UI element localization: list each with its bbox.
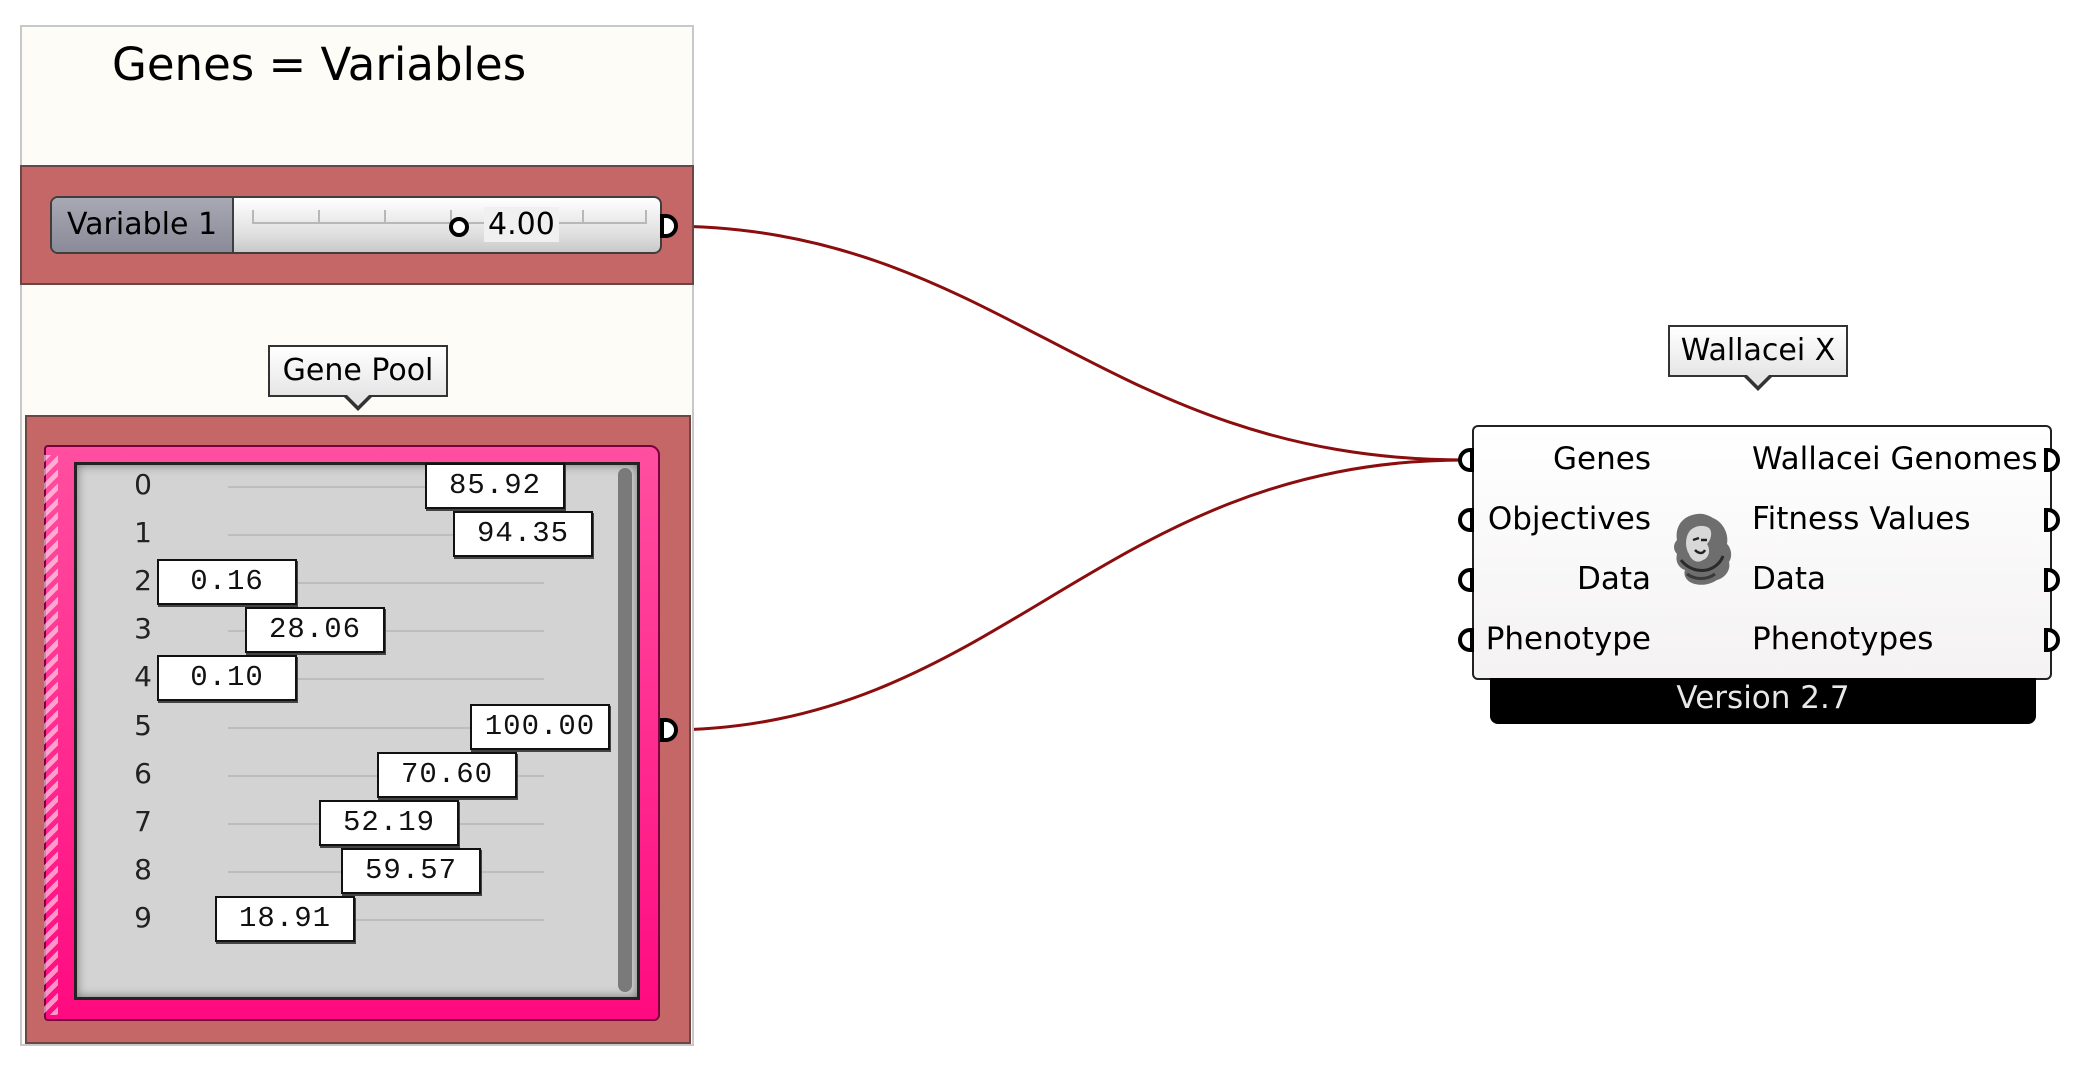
gene-index: 2	[134, 564, 152, 597]
gene-value-box[interactable]: 28.06	[245, 607, 385, 653]
gene-pool-tag-arrow	[344, 395, 372, 411]
gene-track	[228, 486, 544, 488]
gene-index: 8	[134, 853, 152, 886]
gene-value-box[interactable]: 59.57	[341, 848, 481, 894]
slider-label: Variable 1	[52, 198, 234, 252]
wire-slider-to-genes[interactable]	[665, 224, 1466, 462]
version-label: Version 2.7	[1490, 678, 2036, 724]
slider-tick	[450, 210, 452, 222]
input-label-genes: Genes	[1553, 441, 1651, 477]
gene-index: 1	[134, 516, 152, 549]
gene-index: 3	[134, 612, 152, 645]
output-label-data: Data	[1752, 561, 1827, 597]
gene-track	[228, 727, 544, 729]
input-port-data[interactable]	[1458, 568, 1474, 592]
input-port-genes[interactable]	[1458, 448, 1474, 472]
wire-genepool-to-genes[interactable]	[665, 458, 1466, 732]
gene-value-box[interactable]: 94.35	[453, 511, 593, 557]
input-label-data: Data	[1576, 561, 1651, 597]
output-label-phenotypes: Phenotypes	[1752, 621, 1934, 657]
slider-tick	[384, 210, 386, 222]
gene-pool-output-port[interactable]	[660, 718, 678, 742]
gene-value-box[interactable]: 0.10	[157, 655, 297, 701]
slider-tick	[318, 210, 320, 222]
slider-value: 4.00	[484, 207, 559, 242]
output-port-data[interactable]	[2044, 568, 2060, 592]
gene-track	[228, 534, 544, 536]
input-label-phenotype: Phenotype	[1485, 621, 1651, 657]
gene-value-box[interactable]: 0.16	[157, 559, 297, 605]
gene-value-box[interactable]: 100.00	[470, 704, 610, 750]
gene-pool-scrollbar[interactable]	[618, 468, 632, 992]
output-port-wallacei-genomes[interactable]	[2044, 448, 2060, 472]
wallacei-portrait-icon	[1674, 513, 1732, 585]
slider-tick	[645, 210, 647, 222]
slider-output-port[interactable]	[660, 214, 678, 238]
slider-tick	[582, 210, 584, 222]
output-label-wallacei-genomes: Wallacei Genomes	[1752, 441, 2038, 477]
gene-index: 6	[134, 757, 152, 790]
gene-value-box[interactable]: 85.92	[425, 463, 565, 509]
gene-index: 0	[134, 468, 152, 501]
gene-track	[228, 919, 544, 921]
gene-pool-zigzag-edge	[44, 455, 58, 1015]
gene-value-box[interactable]: 18.91	[215, 896, 355, 942]
gene-value-box[interactable]: 52.19	[319, 800, 459, 846]
component-tag-arrow	[1744, 375, 1772, 391]
gene-track	[228, 678, 544, 680]
group-title: Genes = Variables	[112, 38, 527, 91]
gene-index: 4	[134, 660, 152, 693]
gene-pool-tag: Gene Pool	[268, 345, 448, 397]
component-name-tag: Wallacei X	[1668, 325, 1848, 377]
gene-value-box[interactable]: 70.60	[377, 752, 517, 798]
slider-tick	[252, 210, 254, 222]
gene-track	[228, 582, 544, 584]
input-port-objectives[interactable]	[1458, 508, 1474, 532]
gene-index: 9	[134, 901, 152, 934]
number-slider[interactable]: Variable 1 4.00	[50, 196, 662, 254]
input-label-objectives: Objectives	[1487, 501, 1651, 537]
output-port-phenotypes[interactable]	[2044, 628, 2060, 652]
wallacei-component[interactable]	[1472, 425, 2052, 680]
input-port-phenotype[interactable]	[1458, 628, 1474, 652]
output-label-fitness-values: Fitness Values	[1752, 501, 1971, 537]
gene-track	[228, 630, 544, 632]
output-port-fitness-values[interactable]	[2044, 508, 2060, 532]
slider-knob[interactable]	[449, 217, 469, 237]
gene-index: 5	[134, 709, 152, 742]
gene-index: 7	[134, 805, 152, 838]
